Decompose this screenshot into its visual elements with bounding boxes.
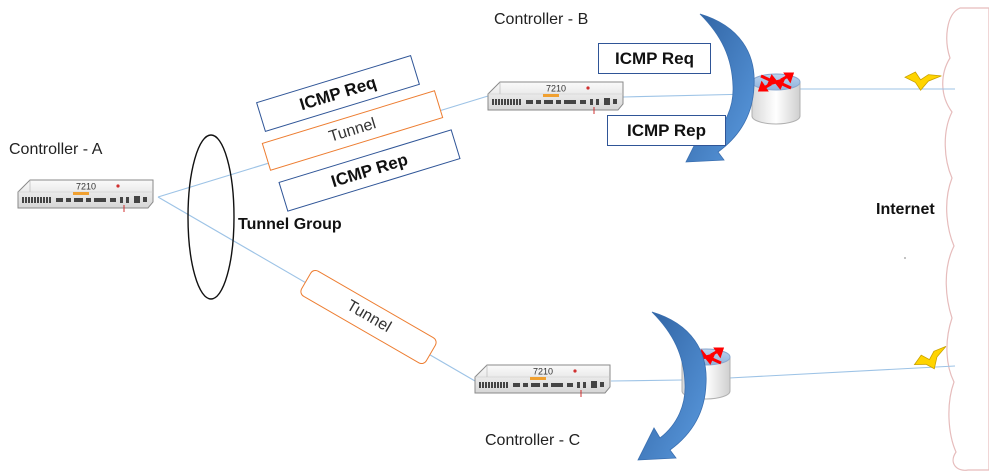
icmp-rep-router-tag: ICMP Rep <box>607 115 726 146</box>
router-b-icon <box>750 72 802 126</box>
link-c-router-c <box>610 379 683 382</box>
controller-c-device <box>474 364 611 398</box>
controller-b-device <box>487 81 624 115</box>
internet-cloud <box>942 7 989 471</box>
controller-a-device <box>17 179 154 213</box>
controller-c-label: Controller - C <box>485 432 581 449</box>
tunnel-group-label: Tunnel Group <box>238 216 342 233</box>
lightning-icon-b <box>904 71 943 91</box>
internet-label: Internet <box>876 201 935 218</box>
tunnel-group-ellipse <box>187 134 235 300</box>
controller-a-label: Controller - A <box>9 141 103 158</box>
link-b-router-b <box>622 93 753 98</box>
flow-arrow-c <box>637 311 707 461</box>
link-router-c-internet <box>728 365 956 379</box>
icmp-req-router-tag: ICMP Req <box>598 43 711 74</box>
controller-b-label: Controller - B <box>494 11 589 28</box>
